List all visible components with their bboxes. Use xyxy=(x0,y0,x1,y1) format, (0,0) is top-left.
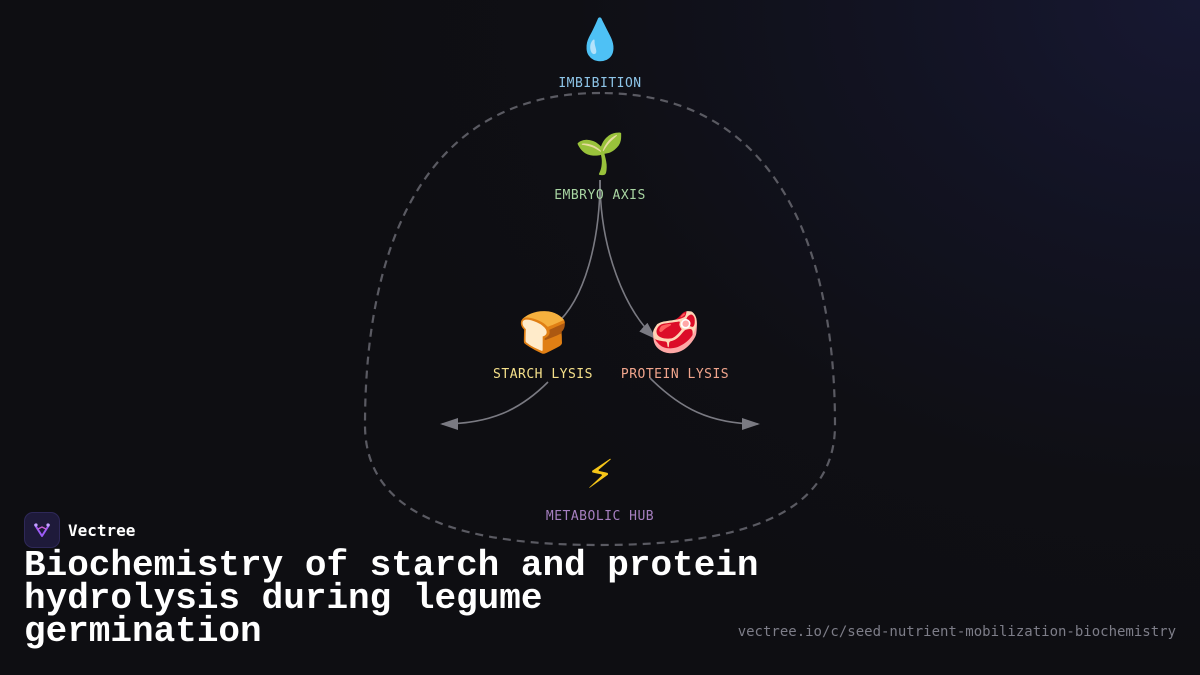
brand-name: Vectree xyxy=(68,520,136,540)
source-url[interactable]: vectree.io/c/seed-nutrient-mobilization-… xyxy=(737,624,1176,640)
brand[interactable]: Vectree xyxy=(24,512,135,548)
vectree-logo-icon xyxy=(24,512,60,548)
node-label-metabolic-hub: METABOLIC HUB xyxy=(545,509,655,524)
node-label-embryo-axis: EMBRYO AXIS xyxy=(554,188,646,203)
edge-protein-to-hub xyxy=(649,377,760,430)
page-title: Biochemistry of starch and protein hydro… xyxy=(24,545,759,652)
node-protein-lysis: 🥩 PROTEIN LYSIS xyxy=(621,309,729,382)
lightning-icon: ⚡ xyxy=(585,452,615,498)
node-imbibition: 💧 IMBIBITION xyxy=(558,16,641,91)
bread-icon: 🍞 xyxy=(518,310,568,356)
node-label-protein-lysis: PROTEIN LYSIS xyxy=(620,367,730,382)
node-metabolic-hub: ⚡ METABOLIC HUB xyxy=(546,451,654,524)
edge-embryo-to-starch xyxy=(554,179,601,326)
cycle-loop xyxy=(363,91,837,547)
water-drop-icon: 💧 xyxy=(575,17,625,63)
node-starch-lysis: 🍞 STARCH LYSIS xyxy=(493,309,593,382)
node-label-imbibition: IMBIBITION xyxy=(558,76,642,91)
node-label-starch-lysis: STARCH LYSIS xyxy=(493,367,593,382)
node-embryo-axis: 🌱 EMBRYO AXIS xyxy=(554,130,646,203)
meat-icon: 🥩 xyxy=(650,310,700,356)
seedling-icon: 🌱 xyxy=(575,131,625,177)
edge-starch-to-hub xyxy=(440,381,549,430)
edge-embryo-to-protein xyxy=(599,179,657,340)
